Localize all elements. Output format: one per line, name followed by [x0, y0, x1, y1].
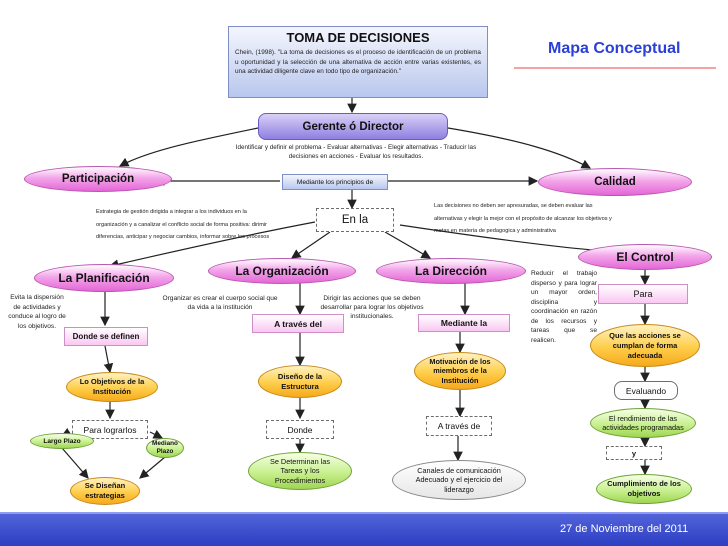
label-y: y — [606, 446, 662, 460]
organizar-text: Organizar es crear el cuerpo social que … — [162, 295, 278, 311]
label-donde-definen: Donde se definen — [64, 327, 148, 346]
label-para-lograrlos: Para lograrlos — [72, 420, 148, 439]
main-title-box: TOMA DE DECISIONES Chein, (1998). "La to… — [228, 26, 488, 98]
edge-largo-disenan — [61, 447, 89, 479]
side-title: Mapa Conceptual — [548, 40, 681, 57]
node-motivacion: Motivación de los miembros de la Institu… — [414, 352, 506, 390]
node-en-la: En la — [316, 208, 394, 232]
footer-highlight — [0, 512, 728, 514]
label-mediante-la: Mediante la — [418, 314, 510, 332]
label-a-traves-del: A través del — [252, 314, 344, 333]
node-control: El Control — [578, 244, 712, 270]
edge-lograrlos-mediano — [149, 429, 164, 439]
label-para: Para — [598, 284, 688, 304]
main-quote: Chein, (1998). "La toma de decisiones es… — [235, 49, 481, 75]
node-principios: Mediante los principios de — [282, 174, 388, 190]
node-objetivos: Lo Objetivos de la Institución — [66, 372, 158, 402]
node-planificacion: La Planificación — [34, 264, 174, 292]
node-rendimiento: El rendimiento de las actividades progra… — [590, 408, 696, 438]
node-participacion: Participación — [24, 166, 172, 192]
footer-date: 27 de Noviembre del 2011 — [560, 523, 689, 535]
node-gerente: Gerente ó Director — [258, 113, 448, 140]
dirigir-text: Dirigir las acciones que se deben desarr… — [320, 295, 424, 320]
reducir-text: Reducir el trabajo disperso y para logra… — [531, 270, 597, 344]
edge-gerente-participacion — [118, 127, 259, 167]
edge-donde-objetivos — [103, 345, 114, 374]
edge-gerente-calidad — [447, 127, 592, 169]
estrategia-text: Estrategia de gestión dirigida a integra… — [96, 209, 270, 240]
node-calidad: Calidad — [538, 168, 692, 196]
main-title: TOMA DE DECISIONES — [286, 30, 430, 45]
node-direccion: La Dirección — [376, 258, 526, 284]
node-determinan: Se Determinan las Tareas y los Procedimi… — [248, 452, 352, 490]
edge-mediano-disenan — [139, 456, 166, 479]
edge-enla-organizacion — [291, 231, 331, 259]
label-a-traves-de: A través de — [426, 416, 492, 436]
node-largo-plazo: Largo Plazo — [30, 433, 94, 449]
edge-enla-direccion — [384, 231, 432, 259]
node-diseno: Diseño de la Estructura — [258, 365, 342, 398]
node-que-las: Que las acciones se cumplan de forma ade… — [590, 324, 700, 367]
node-canales: Canales de comunicación Adecuado y el ej… — [392, 460, 526, 500]
label-donde: Donde — [266, 420, 334, 439]
label-evaluando: Evaluando — [614, 381, 678, 400]
node-organizacion: La Organización — [208, 258, 356, 284]
edge-enla-planificacion — [108, 221, 316, 269]
identificar-text: Identificar y definir el problema - Eval… — [235, 144, 477, 160]
evita-text: Evita la dispersión de actividades y con… — [8, 294, 66, 330]
node-mediano-plazo: Mediano Plazo — [146, 438, 184, 458]
node-cumplimiento: Cumplimiento de los objetivos — [596, 474, 692, 504]
node-disenan: Se Diseñan estrategias — [70, 477, 140, 505]
footer-bar — [0, 512, 728, 546]
no-deben-text: Las decisiones no deben ser apresuradas,… — [434, 203, 612, 234]
